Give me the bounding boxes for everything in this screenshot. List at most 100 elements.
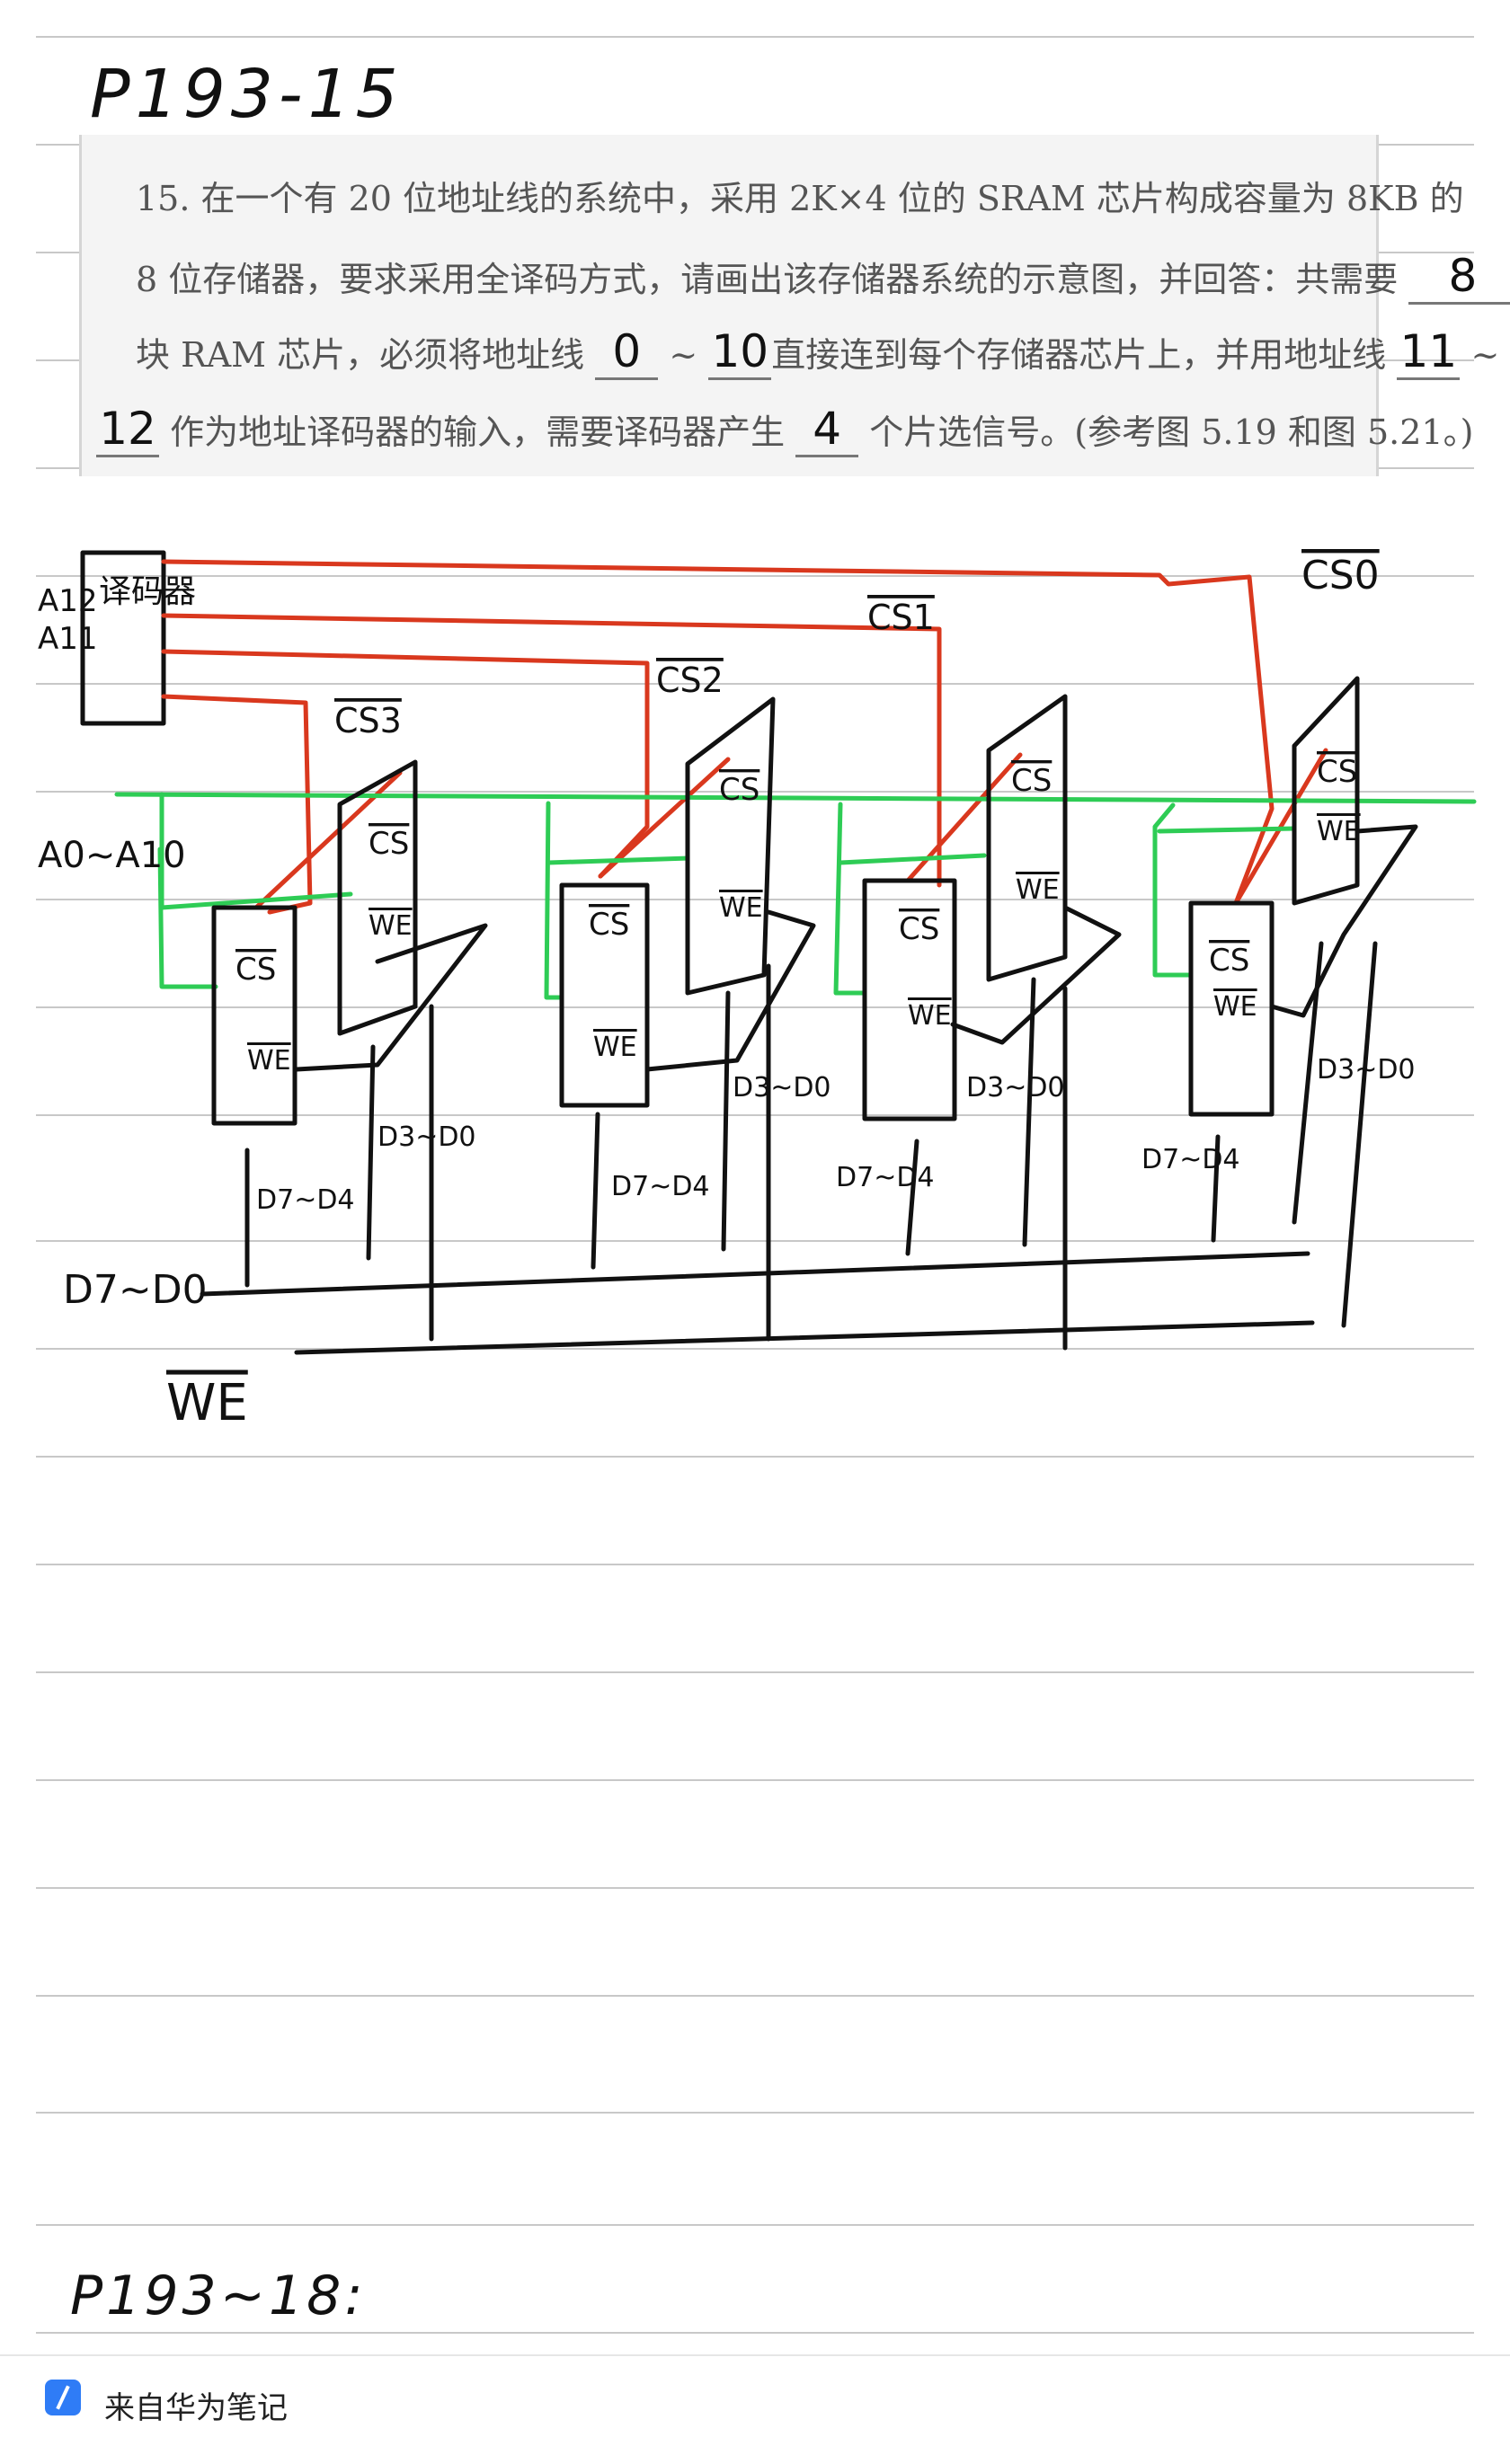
we-drop-0: [1341, 941, 1378, 1328]
low-nibble-label: D3~D0: [733, 1072, 831, 1103]
ruled-line: [36, 2332, 1474, 2334]
problem-line-3b: ~: [669, 335, 698, 375]
data-arrow: [721, 990, 731, 1252]
addr-bus-label: A0~A10: [38, 835, 186, 876]
ruled-line: [36, 1564, 1474, 1565]
decoder-box: [80, 550, 166, 726]
problem-line-2-text: 8 位存储器，要求采用全译码方式，请画出该存储器系统的示意图，并回答：共需要: [136, 260, 1399, 299]
problem-scan: 15. 在一个有 20 位地址线的系统中，采用 2K×4 位的 SRAM 芯片构…: [79, 135, 1510, 476]
chip-1-we: [950, 905, 1122, 1045]
cs2-label: CS2: [656, 660, 724, 700]
chip-3-low: [337, 759, 418, 1036]
data-arrow: [1211, 1134, 1221, 1243]
ruled-line: [36, 2224, 1474, 2226]
chip-3-we: [294, 923, 488, 1072]
chip-we-pin: WE: [1213, 991, 1257, 1023]
addr-branch-4b: [1157, 826, 1297, 834]
data-arrow: [591, 1112, 600, 1270]
ruled-line: [36, 1779, 1474, 1781]
addr-a12-label: A12: [38, 583, 98, 619]
cs1-diag: [905, 752, 1023, 883]
buses: [200, 941, 1378, 1355]
data-arrow: [905, 1139, 919, 1256]
ruled-line: [36, 36, 1474, 38]
chip-group-2: [559, 696, 816, 1108]
answer-cs-count: 4: [795, 403, 859, 457]
ruled-line: [36, 1671, 1474, 1673]
ruled-line: [36, 1006, 1474, 1008]
chip-cs-pin: CS: [235, 952, 276, 988]
chip-we-pin: WE: [247, 1045, 291, 1077]
addr-branch-2: [544, 801, 564, 1000]
data-arrow: [1022, 977, 1036, 1247]
chip-cs-pin: CS: [1011, 763, 1052, 799]
cs0-wire: [161, 559, 1275, 906]
we-bus-line: [294, 1320, 1315, 1355]
ruled-line: [36, 1348, 1474, 1350]
ruled-line: [36, 1240, 1474, 1242]
we-bus-label: WE: [166, 1374, 248, 1432]
answer-addr-high: 10: [708, 325, 772, 380]
cs1-wire: [161, 613, 942, 888]
chip-2-we: [644, 909, 816, 1072]
answer-decode-high-value: 12: [99, 403, 156, 455]
ruled-line: [36, 683, 1474, 685]
ruled-line: [36, 1114, 1474, 1116]
chip-cs-pin: CS: [719, 772, 759, 808]
answer-addr-low-value: 0: [612, 325, 642, 377]
chip-we-pin: WE: [719, 892, 763, 924]
addr-branch-1b: [157, 846, 218, 989]
low-nibble-label: D3~D0: [1317, 1054, 1416, 1086]
high-nibble-label: D7~D4: [611, 1171, 710, 1202]
chip-cs-pin: CS: [589, 907, 629, 943]
addr-branch-3: [833, 802, 866, 996]
problem-line-3: 块 RAM 芯片，必须将地址线 0 ~ 10直接连到每个存储器芯片上，并用地址线…: [136, 325, 1499, 380]
ruled-line: [36, 1995, 1474, 1997]
cs-wires: [161, 559, 1328, 915]
answer-decode-low-value: 11: [1399, 325, 1458, 377]
chip-cs-pin: CS: [369, 826, 409, 862]
low-nibble-label: D3~D0: [966, 1072, 1065, 1103]
chip-cs-pin: CS: [1317, 754, 1357, 790]
decoder-label: 译码器: [99, 573, 196, 610]
next-problem-title: P193~18:: [70, 2265, 367, 2327]
page-title: P193-15: [90, 56, 404, 133]
answer-chips: 8: [1408, 250, 1510, 305]
chip-pin-labels: CS WE CS WE CS WE CS WE CS WE CS WE CS W…: [235, 754, 1361, 1077]
answer-addr-low: 0: [595, 325, 659, 380]
chip-0-low: [1292, 676, 1360, 906]
problem-line-2: 8 位存储器，要求采用全译码方式，请画出该存储器系统的示意图，并回答：共需要 8: [136, 250, 1510, 305]
ruled-line: [36, 791, 1474, 793]
addr-a11-label: A11: [38, 621, 98, 657]
answer-cs-count-value: 4: [813, 403, 842, 455]
addr-branch-1: [159, 792, 353, 910]
chip-1-low: [986, 694, 1068, 982]
problem-line-3d: ~: [1470, 335, 1500, 375]
chip-we-pin: WE: [369, 910, 413, 942]
chip-we-pin: WE: [1317, 816, 1361, 847]
low-nibble-label: D3~D0: [378, 1121, 476, 1153]
problem-line-1: 15. 在一个有 20 位地址线的系统中，采用 2K×4 位的 SRAM 芯片构…: [136, 179, 1464, 218]
chip-3-high: [211, 905, 298, 1126]
chip-group-3: [211, 759, 488, 1126]
huawei-notes-icon: [45, 2380, 81, 2415]
problem-line-3c: 直接连到每个存储器芯片上，并用地址线: [771, 335, 1387, 375]
chip-1-high: [862, 878, 957, 1121]
footer-text: 来自华为笔记: [104, 2390, 288, 2426]
problem-line-4: 12 作为地址译码器的输入，需要译码器产生 4 个片选信号。(参考图 5.19 …: [96, 403, 1473, 457]
addr-branch-3b: [838, 853, 987, 865]
answer-decode-high: 12: [96, 403, 159, 457]
answer-chips-value: 8: [1448, 250, 1478, 302]
data-arrow: [1292, 941, 1324, 1225]
ruled-line: [36, 1456, 1474, 1458]
chip-group-0: [1188, 676, 1418, 1117]
ruled-line: [36, 899, 1474, 900]
address-wires: [114, 792, 1477, 1000]
answer-addr-high-value: 10: [711, 325, 769, 377]
cs2-wire: [161, 649, 650, 879]
high-nibble-label: D7~D4: [1141, 1144, 1240, 1175]
cs1-label: CS1: [867, 598, 935, 637]
nibble-labels: D7~D4 D3~D0 D7~D4 D3~D0 D7~D4 D3~D0 D7~D…: [256, 1054, 1416, 1216]
high-nibble-label: D7~D4: [836, 1162, 935, 1193]
